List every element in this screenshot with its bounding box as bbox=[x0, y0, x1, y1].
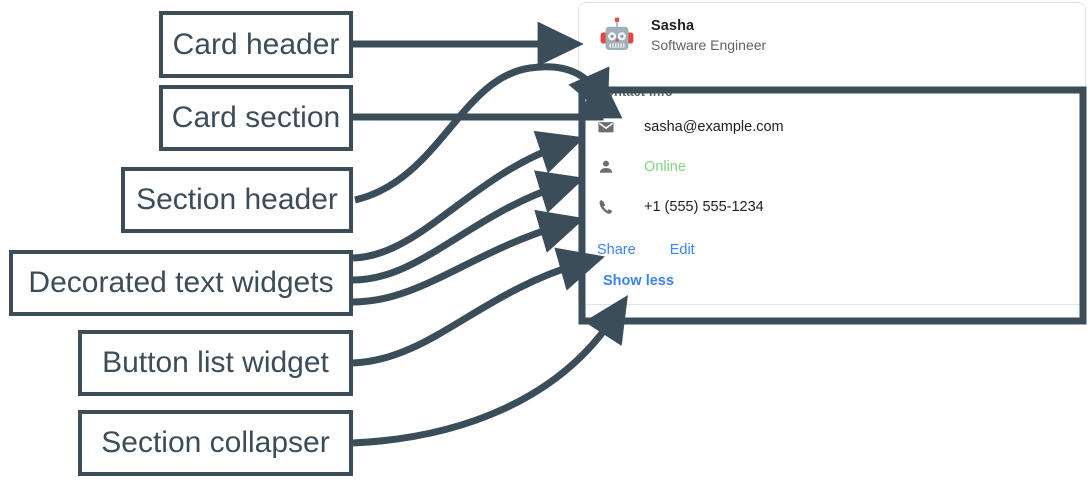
decorated-text-widget-status: Online bbox=[597, 156, 1071, 178]
edit-button[interactable]: Edit bbox=[669, 242, 695, 258]
callout-label: Section collapser bbox=[101, 426, 330, 459]
decorated-text-label: sasha@example.com bbox=[644, 119, 784, 135]
callout-label: Section header bbox=[136, 183, 338, 216]
callout-button-list-widget[interactable]: Button list widget bbox=[78, 330, 353, 396]
decorated-text-widget-email: sasha@example.com bbox=[597, 116, 1071, 138]
arrow-card-section bbox=[353, 100, 604, 121]
card-section: Contact Info sasha@example.com bbox=[579, 69, 1085, 304]
decorated-text-widget-phone: +1 (555) 555-1234 bbox=[597, 196, 1071, 218]
callout-card-section[interactable]: Card section bbox=[159, 85, 353, 151]
card-header-text: Sasha Software Engineer bbox=[651, 18, 766, 53]
arrow-button-list bbox=[352, 247, 605, 367]
arrow-section-header bbox=[354, 63, 610, 204]
card-header: Sasha Software Engineer bbox=[579, 3, 1085, 69]
share-button[interactable]: Share bbox=[597, 242, 636, 258]
section-collapser-button[interactable]: Show less bbox=[603, 273, 674, 289]
arrow-decorated-text-status bbox=[352, 170, 585, 284]
card-title: Sasha bbox=[651, 17, 695, 34]
robot-avatar-icon bbox=[597, 15, 637, 55]
phone-icon bbox=[597, 198, 617, 216]
arrow-section-collapser bbox=[352, 295, 628, 447]
email-icon bbox=[597, 118, 617, 136]
callout-decorated-text-widgets[interactable]: Decorated text widgets bbox=[9, 250, 353, 316]
callout-label: Card section bbox=[171, 101, 341, 134]
section-header: Contact Info bbox=[597, 85, 673, 99]
button-list-widget: Share Edit bbox=[593, 240, 1071, 260]
callout-label: Button list widget bbox=[102, 346, 329, 379]
contact-card: Sasha Software Engineer Contact Info sas… bbox=[578, 2, 1086, 305]
arrow-decorated-text-email bbox=[352, 130, 585, 262]
decorated-text-label: Online bbox=[644, 159, 686, 175]
decorated-text-label: +1 (555) 555-1234 bbox=[644, 199, 764, 215]
card-subtitle: Software Engineer bbox=[651, 36, 767, 53]
callout-section-header[interactable]: Section header bbox=[121, 167, 353, 233]
callout-section-collapser[interactable]: Section collapser bbox=[78, 410, 353, 476]
person-icon bbox=[597, 158, 617, 176]
arrow-decorated-text-phone bbox=[352, 209, 585, 306]
callout-label: Card header bbox=[172, 27, 340, 61]
callout-card-header[interactable]: Card header bbox=[159, 11, 353, 78]
callout-label: Decorated text widgets bbox=[28, 266, 334, 299]
